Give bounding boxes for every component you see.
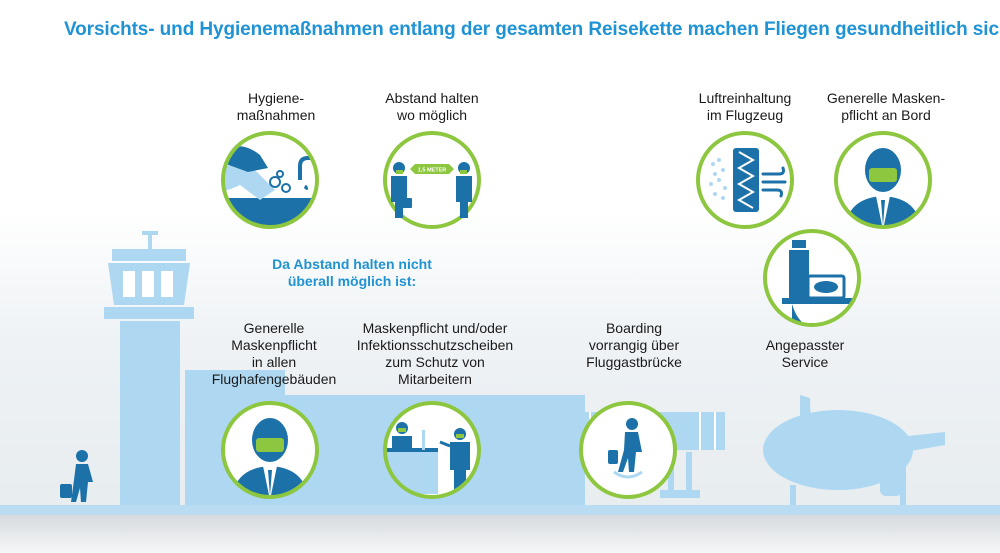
boarding-icon <box>579 401 677 499</box>
handwashing-icon <box>221 131 319 229</box>
label-air-purification: Luftreinhaltung im Flugzeug <box>698 90 792 123</box>
label-mask-onboard: Generelle Masken- pflicht an Bord <box>826 90 946 123</box>
label-mask-airport: Generelle Maskenpflicht in allen Flughaf… <box>211 320 337 387</box>
airplane-wing <box>870 432 945 458</box>
mask-person-icon <box>221 401 319 499</box>
label-boarding: Boarding vorrangig über Fluggastbrücke <box>586 320 682 370</box>
label-adjusted-service: Angepasster Service <box>765 337 845 370</box>
distance-icon: 1,5 METER <box>383 131 481 229</box>
air-filter-icon <box>696 131 794 229</box>
footer-bar <box>0 515 1000 553</box>
ground-strip <box>0 505 1000 515</box>
distance-badge <box>415 164 449 174</box>
airplane-fuselage <box>763 410 913 490</box>
subheading: Da Abstand halten nicht überall möglich … <box>272 256 432 289</box>
page-title: Vorsichts- und Hygienemaßnahmen entlang … <box>64 19 1000 40</box>
distance-badge-text: 1,5 METER <box>418 168 446 174</box>
tower-antenna <box>148 232 152 250</box>
mask-person-icon <box>834 131 932 229</box>
traveler-figure <box>60 450 93 502</box>
label-hygiene: Hygiene- maßnahmen <box>236 90 316 123</box>
counter-shield-icon <box>383 401 481 499</box>
label-distance: Abstand halten wo möglich <box>385 90 479 123</box>
food-tray-icon <box>763 229 861 327</box>
tower-roof <box>112 249 186 261</box>
tower-shaft <box>120 321 180 511</box>
label-mask-staff: Maskenpflicht und/oder Infektionsschutzs… <box>356 320 514 387</box>
